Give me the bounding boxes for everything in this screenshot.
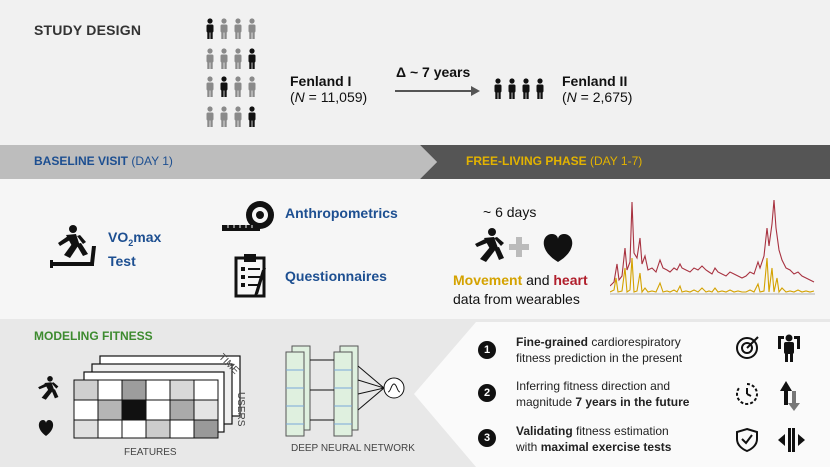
results-panel <box>476 322 830 467</box>
modeling-title: MODELING FITNESS <box>34 329 153 343</box>
delta-label: Δ ~ 7 years <box>396 64 471 80</box>
runner-icon <box>475 228 504 262</box>
movement-heart-label: Movement and heart <box>453 272 588 288</box>
duration-label: ~ 6 days <box>483 204 537 220</box>
modeling-inputs-icons <box>38 376 59 436</box>
step-1-text: Fine-grained cardiorespiratory fitness p… <box>516 335 683 365</box>
step-icons <box>736 334 805 453</box>
plus-icon <box>509 237 529 257</box>
step-3-number: 3 <box>478 429 496 447</box>
cohort1-people-icon <box>206 18 256 127</box>
dnn-label: DEEP NEURAL NETWORK <box>291 443 415 454</box>
features-axis-label: FEATURES <box>124 447 177 458</box>
tape-measure-icon <box>222 201 274 231</box>
step-3-text: Validating fitness estimation with maxim… <box>516 424 672 454</box>
wearable-signal-traces <box>610 199 815 295</box>
vo2max-test-label: VO2max Test <box>108 229 162 269</box>
study-design-section <box>0 0 830 145</box>
anthropometrics-label: Anthropometrics <box>285 205 398 221</box>
cohort2-people-icon <box>494 78 544 99</box>
users-axis-label: USERS <box>235 392 246 427</box>
questionnaire-icon <box>234 254 266 298</box>
treadmill-runner-icon <box>50 225 96 268</box>
runner-small-icon <box>38 376 59 400</box>
shield-check-icon <box>736 427 758 453</box>
baseline-visit-label: BASELINE VISIT (DAY 1) <box>34 154 173 168</box>
step-2-text: Inferring fitness direction and magnitud… <box>516 379 690 409</box>
compress-arrows-icon <box>778 428 805 452</box>
baseline-section <box>0 179 830 320</box>
feature-tensor-grid <box>73 355 241 439</box>
follow-up-arrow-icon <box>395 86 480 96</box>
wearables-label: data from wearables <box>453 291 580 307</box>
target-icon <box>736 336 759 359</box>
runner-plus-heart-icon <box>475 228 573 262</box>
neural-network-diagram <box>285 345 405 437</box>
results-callout-pointer <box>414 322 476 467</box>
strongman-icon <box>778 334 800 362</box>
cohort1-label: Fenland I (N = 11,059) <box>290 73 368 105</box>
step-1-number: 1 <box>478 341 496 359</box>
stopwatch-icon <box>736 383 758 405</box>
cohort2-label: Fenland II (N = 2,675) <box>562 73 633 105</box>
heart-small-icon <box>38 420 54 436</box>
phase-banner <box>0 145 830 179</box>
heart-icon <box>543 234 573 262</box>
up-down-arrows-icon <box>780 381 800 411</box>
free-living-label: FREE-LIVING PHASE (DAY 1-7) <box>466 154 643 168</box>
study-design-title: STUDY DESIGN <box>34 22 142 38</box>
questionnaires-label: Questionnaires <box>285 268 387 284</box>
step-2-number: 2 <box>478 384 496 402</box>
